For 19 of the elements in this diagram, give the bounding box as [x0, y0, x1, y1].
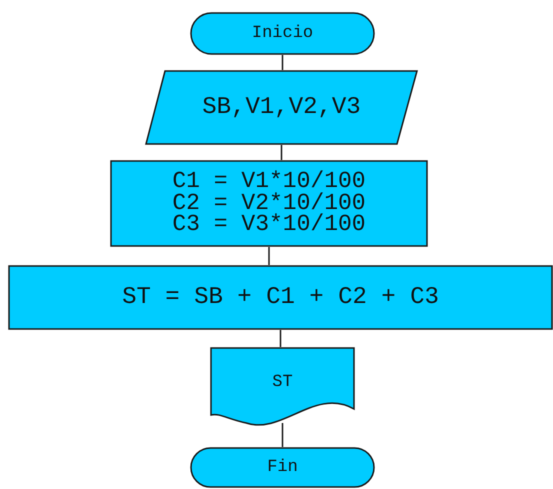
output-document	[210, 347, 355, 427]
node-label: Fin	[267, 459, 298, 476]
node-label: ST	[272, 374, 293, 390]
connector-line	[280, 145, 282, 160]
connector-line	[282, 423, 284, 447]
node-label: C3 = V3*10/100	[172, 214, 366, 236]
node-label: Inicio	[252, 25, 314, 42]
end-terminal	[190, 447, 375, 488]
input-parallelogram	[145, 70, 418, 145]
node-label: ST = SB + C1 + C2 + C3	[122, 286, 439, 310]
process-box	[110, 160, 428, 247]
connector-line	[280, 330, 282, 347]
connector-line	[282, 55, 284, 70]
node-label: C2 = V2*10/100	[172, 192, 366, 214]
node-label: C1 = V1*10/100	[172, 170, 366, 193]
start-terminal	[190, 12, 375, 55]
process-box	[8, 265, 553, 330]
node-label: SB,V1,V2,V3	[202, 96, 361, 120]
connector-line	[268, 247, 270, 265]
